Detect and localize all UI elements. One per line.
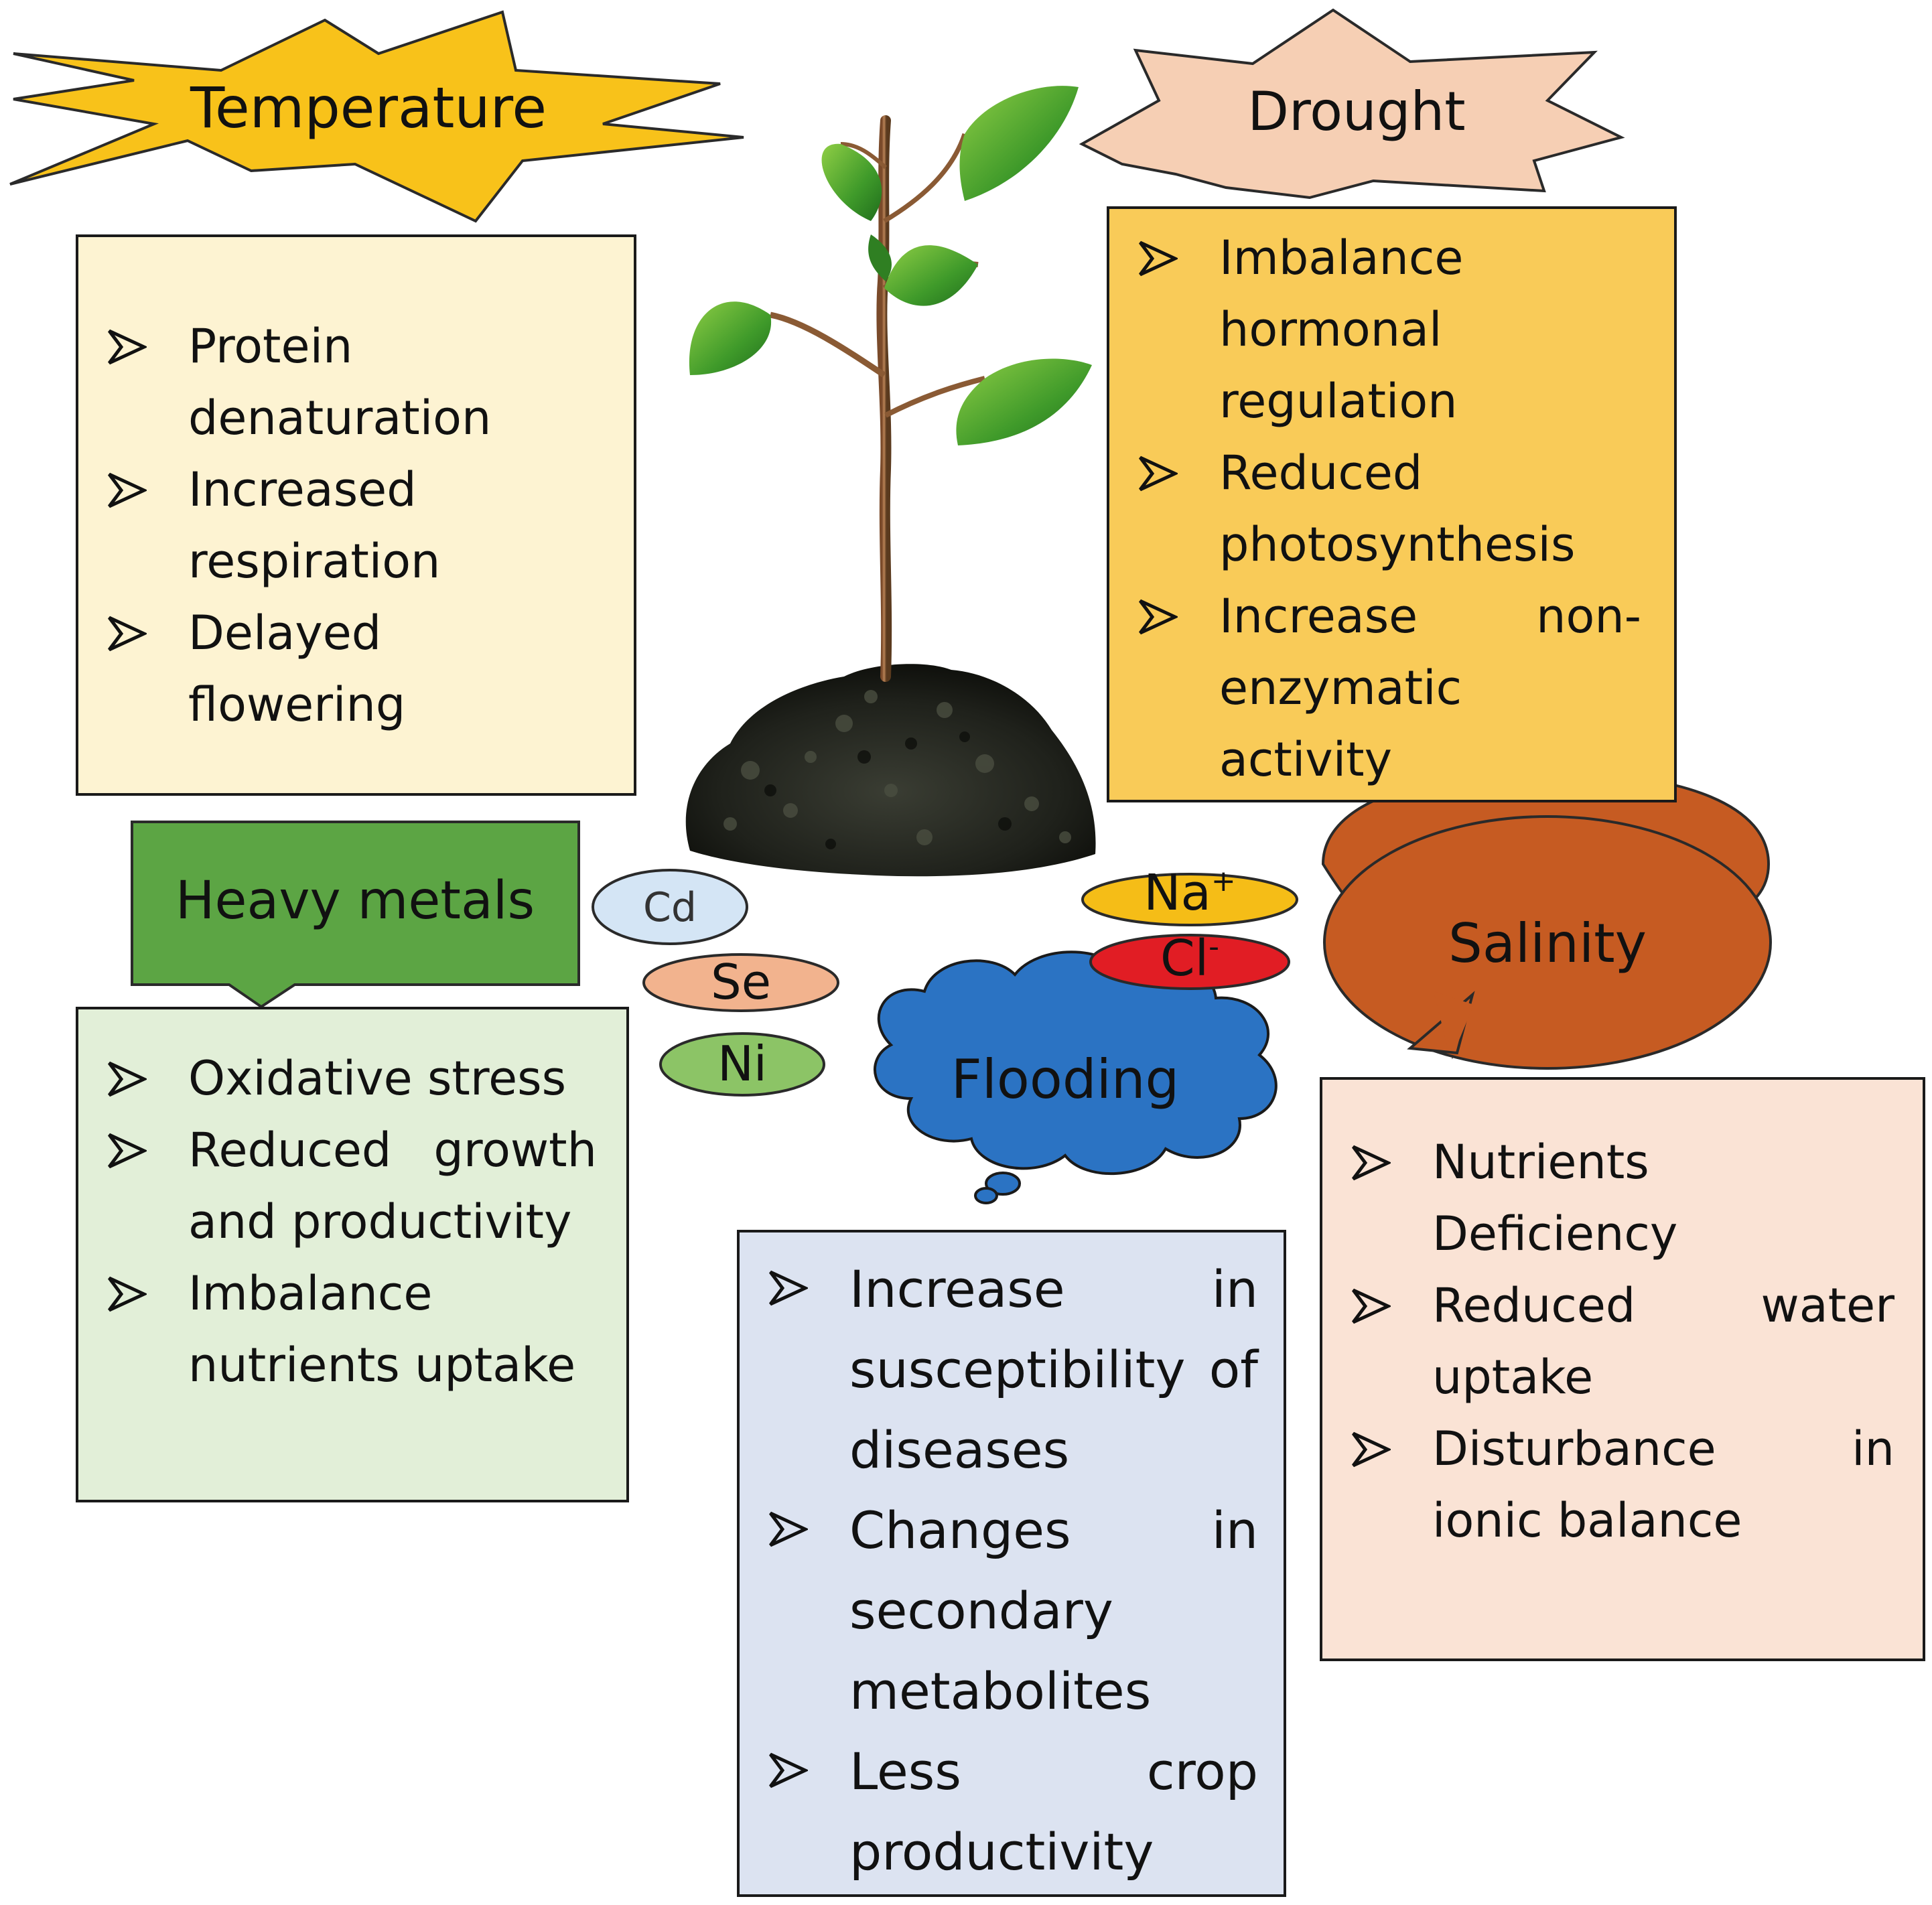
temperature-effects-box: Protein denaturation Increased respirati… — [76, 234, 636, 796]
arrow-bullet-icon — [1139, 599, 1178, 635]
list-item: Increase in susceptibility of diseases — [740, 1249, 1262, 1490]
ion-na-ellipse — [1081, 873, 1298, 926]
soil-mound-image — [685, 664, 1096, 877]
heavy-metals-effects-list: Oxidative stress Reduced growth and prod… — [78, 1043, 621, 1401]
flooding-effects-list: Increase in susceptibility of diseases C… — [740, 1249, 1262, 1892]
arrow-bullet-icon — [1352, 1145, 1391, 1181]
ion-cd-ellipse — [592, 869, 748, 945]
heavy-metals-effects-box: Oxidative stress Reduced growth and prod… — [76, 1007, 629, 1502]
ion-cl-symbol: Cl — [1160, 930, 1209, 987]
drought-label: Drought — [1247, 80, 1466, 143]
drought-effects-list: Imbalance hormonal regulation Reduced ph… — [1109, 222, 1645, 796]
arrow-bullet-icon — [1139, 455, 1178, 492]
list-item: Reduced growth and productivity — [78, 1115, 621, 1258]
salinity-label: Salinity — [1448, 912, 1647, 975]
list-item: Delayed flowering — [78, 597, 614, 741]
list-item: Disturbance in ionic balance — [1322, 1413, 1919, 1557]
heavy-metals-callout-shape — [131, 821, 580, 1009]
ion-cl-label: Cl- — [1123, 930, 1257, 984]
arrow-bullet-icon — [108, 616, 147, 652]
plant-seedling-image — [689, 86, 1092, 682]
heavy-metals-label: Heavy metals — [175, 871, 535, 931]
list-item: Increase non-enzymatic activity — [1109, 581, 1645, 796]
list-item: Less crop productivity — [740, 1732, 1262, 1892]
flooding-effects-box: Increase in susceptibility of diseases C… — [737, 1230, 1286, 1897]
arrow-bullet-icon — [769, 1511, 808, 1547]
flooding-cloud-shape — [874, 950, 1278, 1204]
ion-se-label: Se — [711, 954, 771, 1010]
ion-na-charge: + — [1211, 864, 1236, 898]
arrow-bullet-icon — [108, 329, 147, 365]
arrow-bullet-icon — [108, 472, 147, 508]
salinity-effects-list: Nutrients Deficiency Reduced water uptak… — [1322, 1127, 1919, 1557]
ion-na-symbol: Na — [1144, 864, 1211, 922]
arrow-bullet-icon — [1352, 1288, 1391, 1324]
drought-star-shape — [1079, 8, 1625, 200]
list-item: Changes in secondary metabolites — [740, 1490, 1262, 1732]
ion-se-ellipse — [642, 953, 839, 1012]
list-item: Nutrients Deficiency — [1322, 1127, 1919, 1270]
temperature-burst-shape — [9, 10, 744, 223]
list-item: Protein denaturation — [78, 311, 614, 454]
ion-cd-label: Cd — [643, 884, 697, 931]
arrow-bullet-icon — [108, 1061, 147, 1097]
arrow-bullet-icon — [1352, 1431, 1391, 1468]
ion-ni-ellipse — [659, 1032, 825, 1097]
salinity-effects-box: Nutrients Deficiency Reduced water uptak… — [1320, 1077, 1925, 1661]
ion-cl-charge: - — [1209, 930, 1220, 964]
arrow-bullet-icon — [769, 1270, 808, 1306]
ion-na-label: Na+ — [1123, 867, 1257, 918]
list-item: Oxidative stress — [78, 1043, 621, 1115]
salinity-oval-shape — [1323, 815, 1772, 1070]
arrow-bullet-icon — [108, 1276, 147, 1312]
list-item: Increased respiration — [78, 454, 614, 597]
flooding-label: Flooding — [951, 1048, 1180, 1111]
list-item: Imbalance hormonal regulation — [1109, 222, 1645, 437]
list-item: Reduced photosynthesis — [1109, 437, 1645, 581]
arrow-bullet-icon — [769, 1752, 808, 1788]
salinity-tail-fill — [1434, 991, 1474, 1045]
list-item: Reduced water uptake — [1322, 1270, 1919, 1413]
ion-ni-label: Ni — [717, 1036, 767, 1092]
temperature-effects-list: Protein denaturation Increased respirati… — [78, 311, 614, 741]
list-item: Imbalance nutrients uptake — [78, 1258, 621, 1401]
temperature-label: Temperature — [190, 75, 547, 141]
ion-cl-ellipse — [1089, 934, 1290, 990]
arrow-bullet-icon — [108, 1133, 147, 1169]
drought-effects-box: Imbalance hormonal regulation Reduced ph… — [1107, 206, 1677, 802]
arrow-bullet-icon — [1139, 240, 1178, 277]
